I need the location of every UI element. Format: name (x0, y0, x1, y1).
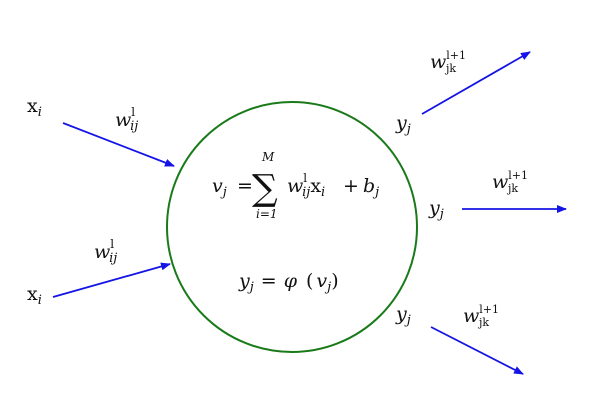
output-1-symbol: yj (395, 112, 411, 137)
sum-equals: = (237, 175, 253, 197)
output-arrow-1 (421, 51, 531, 115)
sum-lhs: vj (212, 175, 227, 200)
input-1-symbol: xi (27, 95, 42, 120)
neuron-circle (166, 101, 418, 353)
activation-formula: yj=φ(vj) (238, 270, 339, 295)
output-2-symbol: yj (428, 197, 444, 222)
sum-lower-limit: i=1 (256, 207, 278, 221)
input-arrow-1 (62, 122, 175, 167)
output-arrow-3 (430, 326, 524, 375)
sum-plus: + (343, 175, 359, 197)
input-2-symbol: xi (27, 283, 42, 308)
sigma-symbol: ∑ (252, 168, 278, 209)
sum-bias: bj (363, 175, 379, 200)
output-3-symbol: yj (395, 303, 411, 328)
sum-upper-limit: M (261, 150, 275, 164)
input-arrow-2 (52, 262, 171, 298)
